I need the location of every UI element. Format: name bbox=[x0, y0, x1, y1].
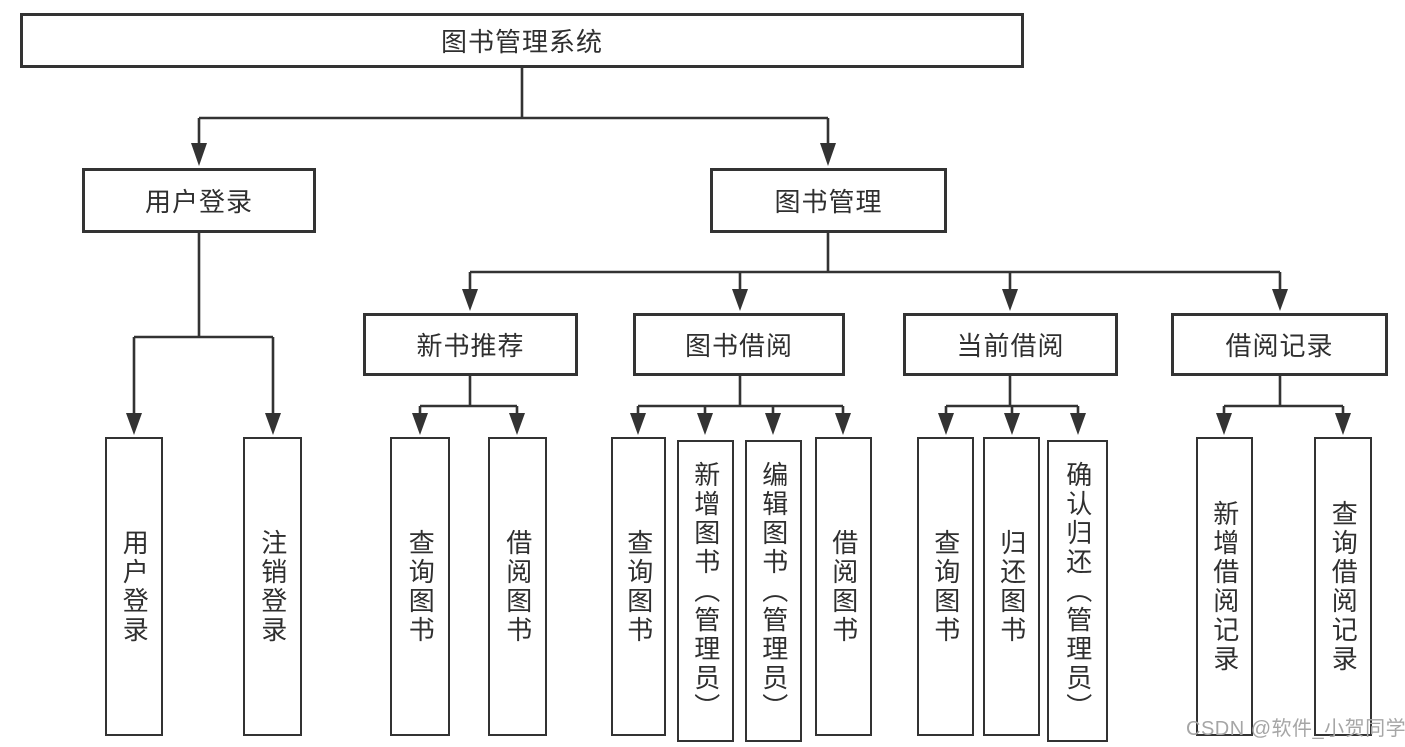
node-book-management-label: 图书管理 bbox=[774, 187, 883, 217]
leaf-query-books-recommend: 查询图书 bbox=[390, 437, 450, 736]
leaf-query-books-recommend-label: 查询图书 bbox=[405, 528, 436, 645]
leaf-return-book-label: 归还图书 bbox=[996, 528, 1027, 645]
leaf-query-borrow-record: 查询借阅记录 bbox=[1314, 437, 1372, 736]
leaf-borrow-books-recommend-label: 借阅图书 bbox=[502, 528, 533, 645]
leaf-add-book-admin-label: 新增图书（管理员） bbox=[690, 460, 721, 722]
leaf-add-borrow-record: 新增借阅记录 bbox=[1196, 437, 1253, 736]
arrowhead bbox=[462, 289, 1288, 311]
leaf-query-books-current-label: 查询图书 bbox=[930, 528, 961, 645]
leaf-query-books-borrow-label: 查询图书 bbox=[623, 528, 654, 645]
connector-book-management-branch bbox=[468, 233, 1282, 292]
leaf-edit-book-admin-label: 编辑图书（管理员） bbox=[758, 460, 789, 722]
leaf-return-book: 归还图书 bbox=[983, 437, 1040, 736]
csdn-watermark: CSDN @软件_小贺同学 bbox=[1186, 718, 1405, 740]
leaf-query-borrow-record-label: 查询借阅记录 bbox=[1328, 499, 1359, 674]
connector-user-login-branch bbox=[132, 233, 275, 415]
node-root-label: 图书管理系统 bbox=[440, 27, 603, 57]
node-root: 图书管理系统 bbox=[20, 13, 1024, 68]
leaf-edit-book-admin: 编辑图书（管理员） bbox=[745, 440, 802, 742]
node-user-login-label: 用户登录 bbox=[144, 187, 253, 217]
leaf-add-book-admin: 新增图书（管理员） bbox=[677, 440, 734, 742]
leaf-logout: 注销登录 bbox=[243, 437, 302, 736]
connector-root-branch bbox=[197, 68, 830, 146]
arrowhead bbox=[126, 413, 1351, 435]
leaf-add-borrow-record-label: 新增借阅记录 bbox=[1209, 499, 1240, 674]
leaf-logout-label: 注销登录 bbox=[257, 528, 288, 645]
node-book-borrow: 图书借阅 bbox=[633, 313, 845, 376]
node-book-management: 图书管理 bbox=[710, 168, 947, 233]
leaf-confirm-return-admin-label: 确认归还（管理员） bbox=[1062, 460, 1093, 722]
arrowhead bbox=[191, 143, 836, 166]
node-new-book-recommend: 新书推荐 bbox=[363, 313, 578, 376]
connector-new-book-branch bbox=[418, 376, 519, 415]
node-new-book-recommend-label: 新书推荐 bbox=[416, 331, 525, 361]
leaf-borrow-books: 借阅图书 bbox=[815, 437, 872, 736]
node-current-borrow-label: 当前借阅 bbox=[956, 331, 1065, 361]
connector-current-borrow-branch bbox=[944, 376, 1080, 415]
node-user-login: 用户登录 bbox=[82, 168, 316, 233]
leaf-user-login-label: 用户登录 bbox=[119, 528, 150, 645]
node-borrow-records: 借阅记录 bbox=[1171, 313, 1388, 376]
node-borrow-records-label: 借阅记录 bbox=[1225, 331, 1334, 361]
leaf-confirm-return-admin: 确认归还（管理员） bbox=[1047, 440, 1108, 742]
node-current-borrow: 当前借阅 bbox=[903, 313, 1118, 376]
leaf-borrow-books-recommend: 借阅图书 bbox=[488, 437, 547, 736]
leaf-borrow-books-label: 借阅图书 bbox=[828, 528, 859, 645]
leaf-user-login: 用户登录 bbox=[105, 437, 163, 736]
connector-book-borrow-branch bbox=[636, 376, 845, 415]
leaf-query-books-borrow: 查询图书 bbox=[611, 437, 666, 736]
node-book-borrow-label: 图书借阅 bbox=[684, 331, 793, 361]
connector-borrow-records-branch bbox=[1222, 376, 1345, 415]
leaf-query-books-current: 查询图书 bbox=[917, 437, 974, 736]
